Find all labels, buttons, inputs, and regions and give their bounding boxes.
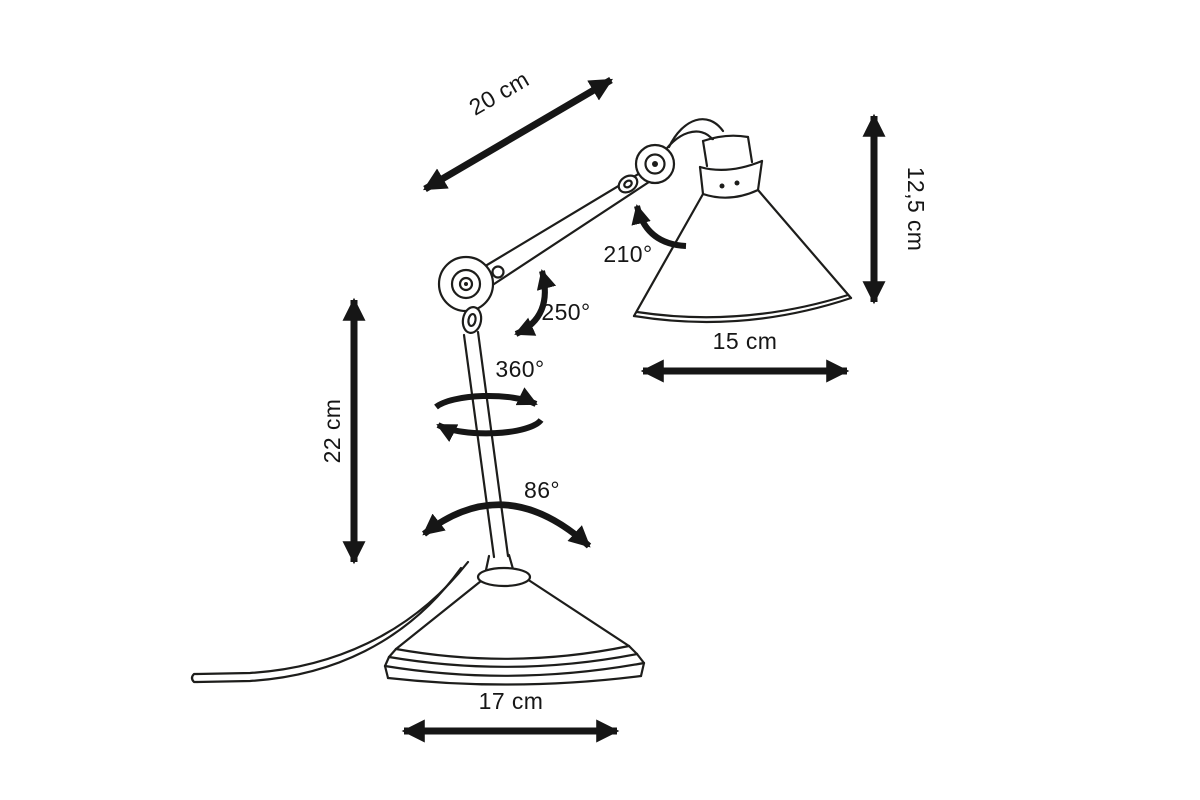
lamp-illustration (190, 118, 853, 687)
arm-length-label: 20 cm (465, 66, 534, 121)
base-pivot-annotation: 86° (421, 477, 592, 549)
shade-tilt-label: 210° (603, 241, 652, 267)
base-width-label: 17 cm (479, 688, 544, 714)
power-cable (190, 560, 470, 684)
column-height-dimension: 22 cm (319, 297, 366, 565)
elbow-rotation-annotation: 250° (514, 269, 590, 337)
arm-length-arrow (423, 76, 613, 193)
elbow-rotation-label: 250° (541, 299, 590, 325)
column-height-label: 22 cm (319, 399, 345, 464)
shade-tilt-arrow (631, 204, 687, 249)
lamp-base (383, 553, 646, 687)
base-pivot-arrow (421, 501, 592, 549)
base-width-dimension: 17 cm (401, 688, 620, 743)
shade-height-label: 12,5 cm (903, 167, 929, 252)
wing-bolt (617, 174, 639, 194)
head-joint (617, 118, 725, 194)
column-spin-arrow-front (436, 418, 544, 442)
shade-diameter-dimension: 15 cm (640, 328, 850, 383)
column-spin-label: 360° (495, 356, 544, 382)
shade-screw (719, 183, 725, 189)
elbow-joint (437, 255, 495, 334)
column-spin-annotation: 360° (434, 356, 544, 442)
base-pivot-label: 86° (524, 477, 560, 503)
lamp-shade (632, 134, 853, 324)
arm-rivet (491, 265, 505, 279)
shade-screw (734, 180, 740, 186)
shade-tilt-annotation: 210° (603, 204, 687, 267)
arm-length-dimension: 20 cm (423, 66, 613, 193)
dimension-annotations: 20 cm 12,5 cm 15 cm 22 cm 17 cm 210° 250… (319, 66, 929, 743)
column-spin-arrow-back (434, 387, 538, 410)
shade-diameter-label: 15 cm (713, 328, 778, 354)
base-neck (476, 566, 532, 588)
shade-height-dimension: 12,5 cm (862, 113, 929, 305)
elbow-rotation-arrow (514, 269, 557, 337)
